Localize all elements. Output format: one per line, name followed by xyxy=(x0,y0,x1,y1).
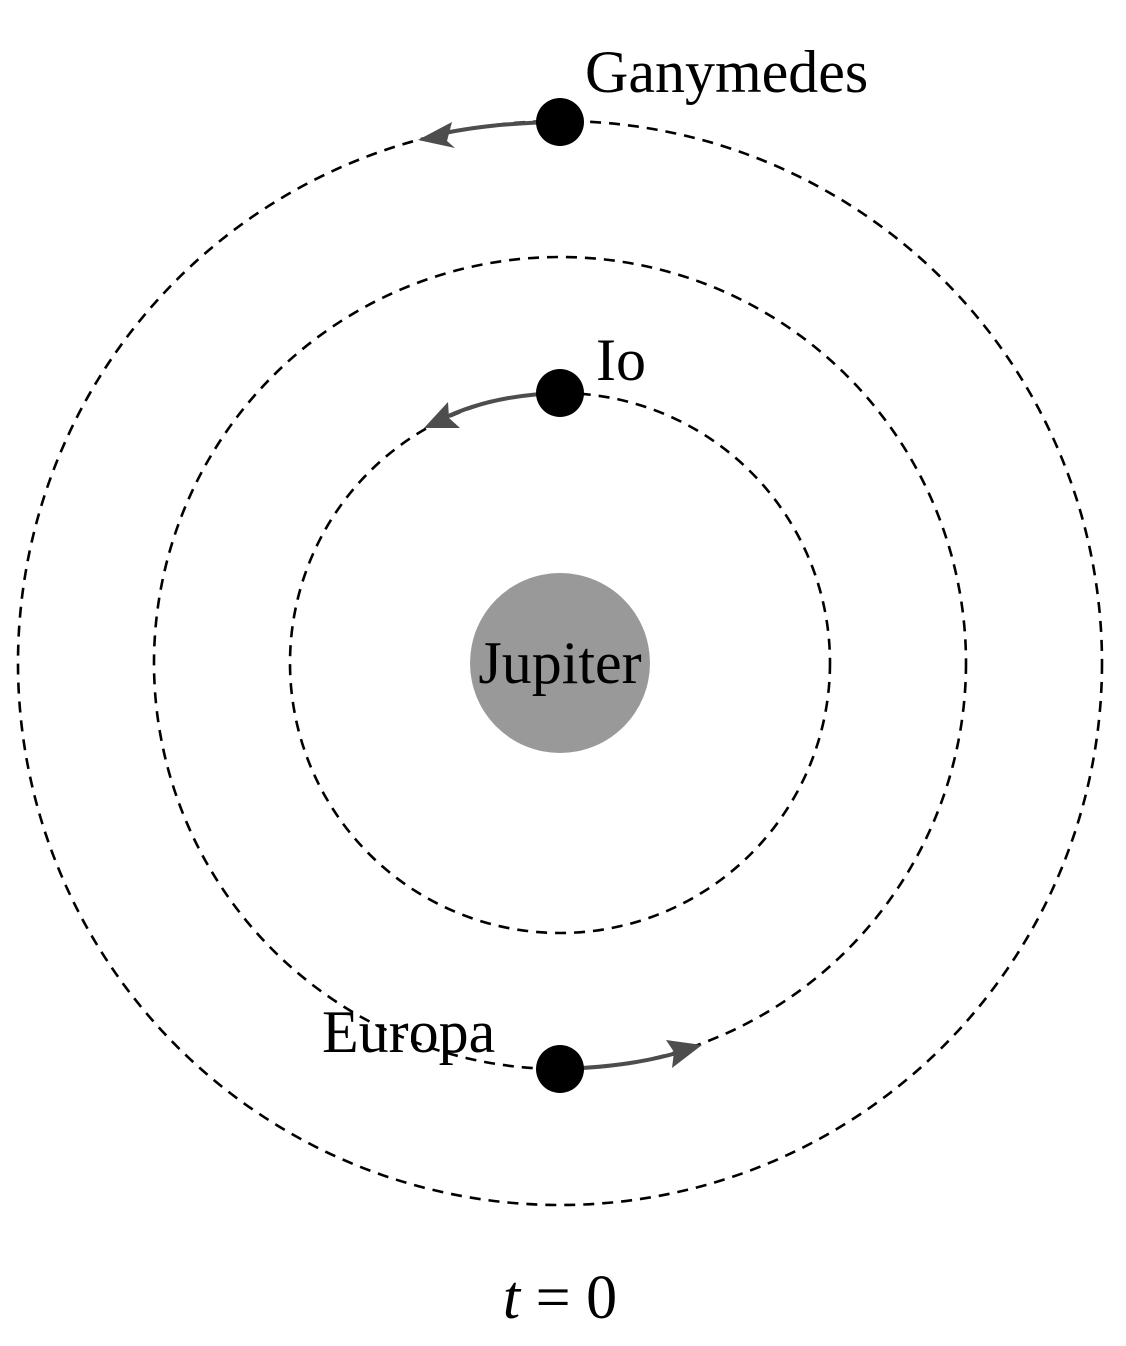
io-arrow-head xyxy=(424,402,460,428)
ganymede-label: Ganymedes xyxy=(585,39,868,105)
ganymede-arrow-head xyxy=(418,122,455,148)
io-label: Io xyxy=(596,327,646,393)
ganymede-moon xyxy=(536,98,584,146)
europa-label: Europa xyxy=(322,999,495,1065)
jupiter-label: Jupiter xyxy=(478,630,641,696)
time-label: t = 0 xyxy=(503,1264,617,1332)
jupiter-disk xyxy=(470,573,650,753)
time-variable: t xyxy=(503,1264,522,1332)
europa-arrow-head xyxy=(666,1040,702,1068)
time-equals: = xyxy=(520,1264,586,1332)
io-moon xyxy=(536,369,584,417)
europa-moon xyxy=(536,1045,584,1093)
io-orbit xyxy=(288,391,832,935)
time-value: 0 xyxy=(586,1264,617,1332)
